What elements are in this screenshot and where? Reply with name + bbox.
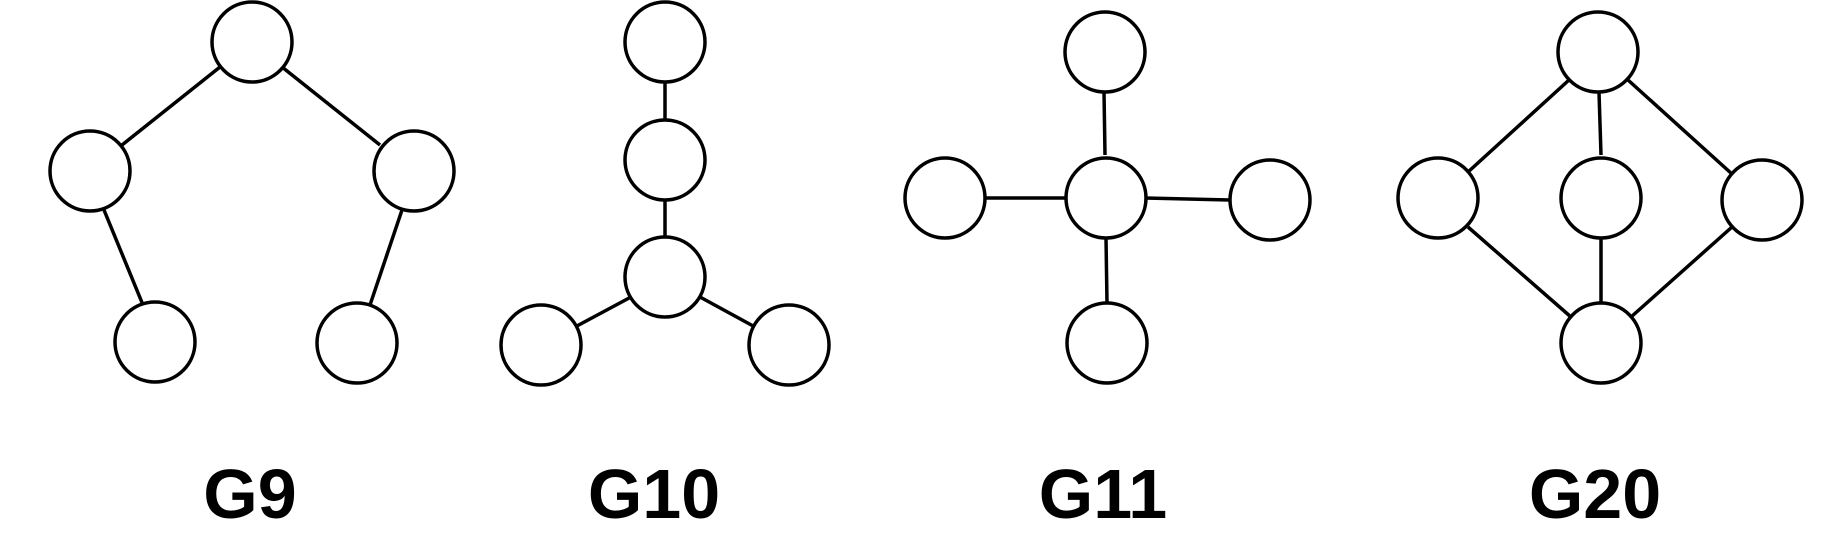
edge-g10-n3-n4 [574,295,632,329]
edge-g20-n1-n2 [1466,78,1571,174]
edge-g20-n1-n3 [1597,91,1603,156]
node-g20-n5 [1559,301,1643,385]
graph-label-g11: G11 [1039,455,1167,533]
graph-g10: G10 [499,0,831,533]
edge-g9-n3-n5 [368,209,404,306]
edge-g20-n1-n4 [1626,78,1734,176]
edge-g10-n3-n5 [699,295,756,329]
edge-g9-n1-n2 [120,65,222,147]
node-g20-n3 [1559,156,1643,240]
graph-label-g20: G20 [1529,455,1661,533]
graph-g9: G9 [48,0,456,533]
node-g9-n5 [315,301,399,385]
node-g20-n4 [1720,158,1804,242]
node-g11-n3 [1064,156,1148,240]
edge-g20-n2-n5 [1466,225,1573,319]
node-g10-n3 [623,235,707,319]
edge-g11-n3-n5 [1104,237,1109,304]
node-g9-n3 [372,129,456,213]
node-g20-n1 [1556,10,1640,94]
node-g11-n1 [1063,10,1147,94]
graph-label-g10: G10 [588,455,720,533]
graph-g20: G20 [1396,10,1804,533]
node-g10-n2 [623,118,707,202]
node-g10-n4 [499,303,583,387]
edge-g11-n1-n3 [1102,91,1107,156]
graph-g11: G11 [903,10,1312,533]
node-g20-n2 [1396,156,1480,240]
edge-g9-n1-n3 [280,65,382,147]
node-g10-n5 [747,303,831,387]
edge-g9-n2-n4 [102,209,145,306]
node-g9-n4 [113,300,197,384]
edge-g11-n3-n4 [1144,196,1231,202]
node-g10-n1 [623,0,707,84]
node-g11-n4 [1228,158,1312,242]
node-g9-n1 [210,0,294,84]
graph-label-g9: G9 [203,455,296,533]
edge-g20-n4-n5 [1629,225,1734,319]
node-g11-n2 [903,156,987,240]
node-g9-n2 [48,129,132,213]
node-g11-n5 [1065,301,1149,385]
